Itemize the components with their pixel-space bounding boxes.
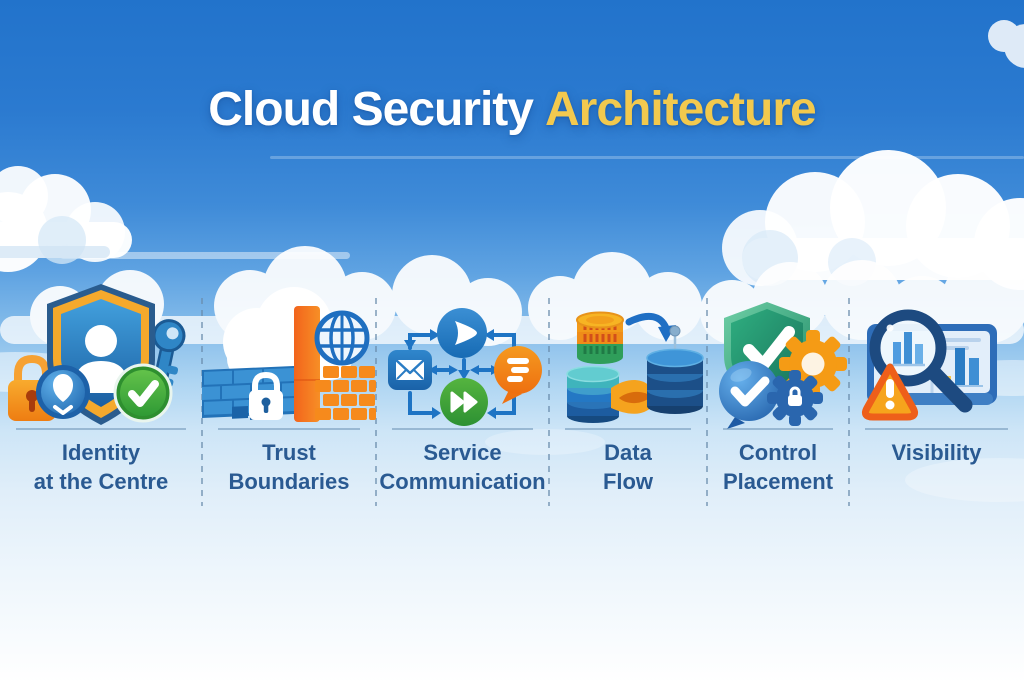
magnifier-icon (869, 309, 973, 413)
label-line2: at the Centre (33, 469, 169, 494)
warning-triangle-icon (862, 363, 918, 421)
flow-arrow-icon (625, 312, 676, 342)
label-line1: Identity (61, 440, 141, 465)
label-line2: Boundaries (228, 469, 350, 494)
label-line2: Communication (379, 469, 546, 494)
column-data-flow: Data Flow (549, 280, 707, 520)
label-line1: Visibility (891, 440, 982, 465)
route-node-icon (437, 308, 487, 358)
identity-illustration (8, 284, 186, 425)
label-rule (16, 428, 186, 430)
label-rule (723, 428, 833, 430)
orange-pillar-icon (294, 306, 320, 422)
blue-gear-icon (767, 370, 823, 426)
column-label: Control Placement (707, 438, 849, 496)
key-icon (151, 319, 186, 394)
column-label: Identity at the Centre (0, 438, 202, 496)
title-primary: Cloud Security (208, 83, 534, 136)
label-rule (392, 428, 533, 430)
label-line1: Trust (262, 440, 316, 465)
biometric-badge-icon (36, 365, 90, 419)
column-service-communication: Service Communication (376, 280, 549, 520)
label-rule (218, 428, 360, 430)
antenna-icon (669, 325, 681, 350)
check-orb-icon (719, 361, 779, 429)
visibility-illustration (862, 309, 997, 421)
label-rule (865, 428, 1008, 430)
striped-database-icon (576, 311, 624, 364)
flow-connectors (404, 329, 516, 419)
mail-node-icon (388, 350, 432, 390)
label-line1: Control (738, 440, 818, 465)
label-rule (565, 428, 691, 430)
wall-padlock-icon (249, 371, 283, 420)
label-line1: Data (604, 440, 652, 465)
label-line2: Flow (602, 469, 654, 494)
forward-node-icon (440, 378, 488, 426)
control-placement-illustration (719, 302, 847, 429)
data-flow-illustration (566, 311, 704, 423)
column-identity: Identity at the Centre (0, 280, 202, 520)
column-label: Trust Boundaries (202, 438, 376, 496)
column-label: Visibility (849, 438, 1024, 467)
database-stack-icon (646, 348, 704, 414)
verified-badge-icon (113, 363, 173, 423)
chat-node-icon (494, 346, 542, 404)
column-divider (375, 298, 377, 506)
contrail (270, 156, 1024, 159)
service-communication-illustration (388, 308, 542, 426)
globe-icon (314, 310, 370, 366)
column-label: Data Flow (549, 438, 707, 496)
column-divider (548, 298, 550, 506)
trust-boundaries-illustration (202, 287, 376, 422)
column-control-placement: Control Placement (707, 280, 849, 520)
small-database-icon (566, 365, 620, 423)
label-line2: Placement (722, 469, 834, 494)
title-accent: Architecture (544, 83, 817, 136)
column-visibility: Visibility (849, 280, 1024, 520)
pipe-icon (611, 379, 653, 414)
orange-wall-icon (315, 366, 376, 420)
column-divider (706, 298, 708, 506)
column-trust-boundaries: Trust Boundaries (202, 280, 376, 520)
label-line1: Service (423, 440, 502, 465)
cloud-left (0, 166, 132, 272)
column-label: Service Communication (376, 438, 549, 496)
column-divider (848, 298, 850, 506)
cloud-top-right (988, 20, 1024, 68)
